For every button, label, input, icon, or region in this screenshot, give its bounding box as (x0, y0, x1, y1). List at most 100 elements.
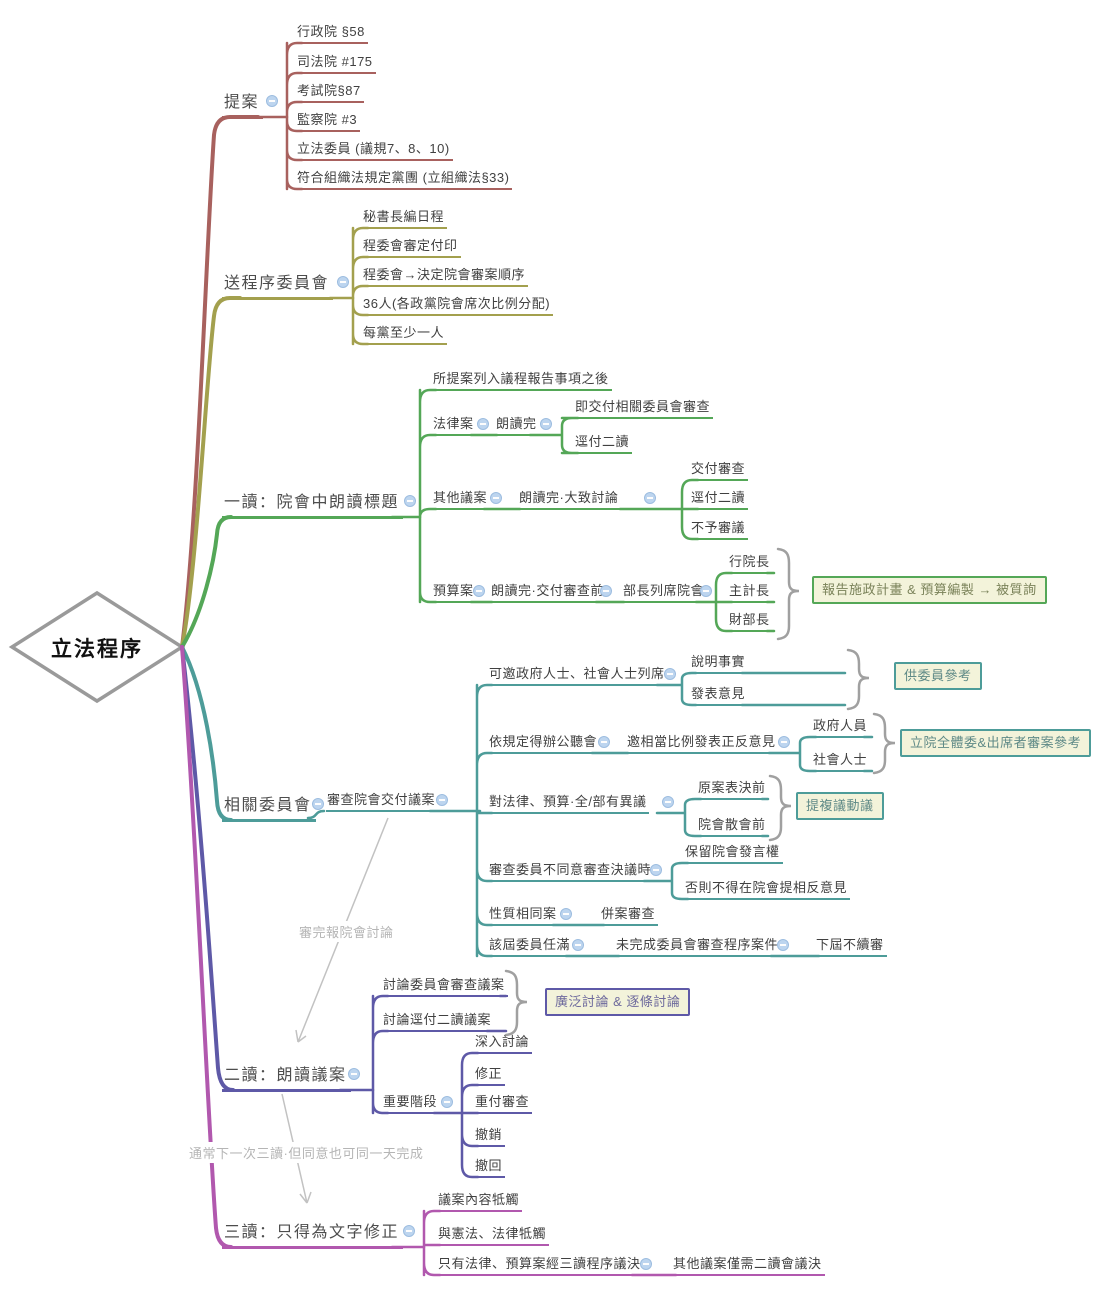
collapse-icon[interactable] (348, 1068, 360, 1080)
topic-after-reading[interactable]: 朗讀完 (495, 416, 540, 436)
topic-express-opinions[interactable]: 發表意見 (690, 686, 749, 706)
topic-revocation[interactable]: 撤銷 (474, 1127, 506, 1147)
topic-member-disagree[interactable]: 審查委員不同意審查決議時 (488, 862, 655, 882)
topic-invite-attendees[interactable]: 可邀政府人士、社會人士列席 (488, 666, 668, 686)
collapse-icon[interactable] (664, 668, 676, 680)
topic-control-yuan[interactable]: 監察院 #3 (296, 112, 361, 132)
topic-third-reading[interactable]: 三讀：只得為文字修正 (222, 1223, 404, 1249)
topic-withdrawal[interactable]: 撤回 (474, 1158, 506, 1178)
collapse-icon[interactable] (662, 796, 674, 808)
collapse-icon[interactable] (436, 794, 448, 806)
topic-second-reading[interactable]: 二讀：朗讀議案 (222, 1066, 351, 1092)
collapse-icon[interactable] (598, 736, 610, 748)
topic-government-personnel[interactable]: 政府人員 (812, 718, 871, 738)
collapse-icon[interactable] (700, 585, 712, 597)
topic-before-review[interactable]: 朗讀完·交付審查前 (490, 583, 607, 603)
group-braces (504, 547, 896, 1037)
topic-direct-second-reading[interactable]: 逕付二讀 (574, 434, 633, 454)
topic-content-conflict[interactable]: 議案內容牴觸 (437, 1192, 523, 1212)
topic-no-opposite-opinion[interactable]: 否則不得在院會提相反意見 (684, 880, 851, 900)
collapse-icon[interactable] (640, 1258, 652, 1270)
brace-ministers (776, 547, 800, 641)
topic-explain-facts[interactable]: 說明事實 (690, 654, 749, 674)
topic-discuss-committee-bills[interactable]: 討論委員會審查議案 (382, 977, 508, 997)
collapse-icon[interactable] (403, 1225, 415, 1237)
topic-proposal[interactable]: 提案 (222, 93, 264, 119)
topic-law-bill[interactable]: 法律案 (432, 416, 477, 436)
topic-social-personnel[interactable]: 社會人士 (812, 752, 871, 772)
collapse-icon[interactable] (477, 418, 489, 430)
topic-ministers-attend[interactable]: 部長列席院會 (622, 583, 708, 603)
collapse-icon[interactable] (560, 908, 572, 920)
topic-refer-to-committee[interactable]: 即交付相關委員會審查 (574, 399, 714, 419)
note-report-after-review[interactable]: 審完報院會討論 (296, 921, 397, 942)
topic-budget-bill[interactable]: 預算案 (432, 583, 477, 603)
collapse-icon[interactable] (473, 585, 485, 597)
callout-member-reference[interactable]: 供委員參考 (894, 662, 982, 690)
callout-hearing-reference[interactable]: 立院全體委&出席者審案參考 (900, 729, 1092, 757)
topic-read-and-discuss[interactable]: 朗讀完·大致討論 (518, 490, 622, 510)
collapse-icon[interactable] (650, 864, 662, 876)
collapse-icon[interactable] (644, 492, 656, 504)
callout-reconsideration-motion[interactable]: 提複議動議 (796, 792, 884, 820)
topic-review-referred-bills[interactable]: 審查院會交付議案 (326, 792, 439, 812)
topic-judicial-yuan[interactable]: 司法院 #175 (296, 54, 376, 74)
topic-committee-print[interactable]: 程委會審定付印 (362, 238, 461, 258)
topic-examination-yuan[interactable]: 考試院§87 (296, 83, 364, 103)
topic-comptroller[interactable]: 主計長 (728, 583, 773, 603)
collapse-icon[interactable] (540, 418, 552, 430)
topic-objection[interactable]: 對法律、預算·全/部有異議 (488, 794, 650, 814)
topic-key-stage[interactable]: 重要階段 (382, 1094, 441, 1114)
collapse-icon[interactable] (600, 585, 612, 597)
topic-after-agenda-report[interactable]: 所提案列入議程報告事項之後 (432, 371, 612, 391)
collapse-icon[interactable] (404, 495, 416, 507)
collapse-icon[interactable] (266, 95, 278, 107)
topic-finance-minister[interactable]: 財部長 (728, 612, 773, 632)
topic-term-expiry[interactable]: 該屆委員任滿 (488, 937, 574, 957)
topic-procedure-committee[interactable]: 送程序委員會 (222, 274, 334, 300)
topic-deep-discussion[interactable]: 深入討論 (474, 1034, 533, 1054)
topic-three-readings-required[interactable]: 只有法律、預算案經三讀程序議決 (437, 1256, 644, 1276)
topic-reserve-speech-right[interactable]: 保留院會發言權 (684, 844, 783, 864)
topic-premier[interactable]: 行院長 (728, 554, 773, 574)
topic-legislators[interactable]: 立法委員 (議規7、8、10) (296, 141, 453, 161)
topic-constitution-conflict[interactable]: 與憲法、法律牴觸 (437, 1226, 550, 1246)
callout-policy-report[interactable]: 報告施政計畫 & 預算編製 → 被質詢 (812, 576, 1047, 604)
collapse-icon[interactable] (778, 736, 790, 748)
topic-direct-second[interactable]: 逕付二讀 (690, 490, 749, 510)
topic-discuss-direct-bills[interactable]: 討論逕付二讀議案 (382, 1012, 495, 1032)
collapse-icon[interactable] (441, 1096, 453, 1108)
callout-broad-discussion[interactable]: 廣泛討論 & 逐條討論 (545, 988, 691, 1016)
topic-36-members[interactable]: 36人(各政黨院會席次比例分配) (362, 296, 554, 316)
topic-related-committee[interactable]: 相關委員會 (222, 796, 316, 822)
topic-one-per-party[interactable]: 每黨至少一人 (362, 325, 448, 345)
topic-executive-yuan[interactable]: 行政院 §58 (296, 24, 368, 44)
topic-committee-order[interactable]: 程委會→決定院會審案順序 (362, 267, 529, 287)
collapse-icon[interactable] (337, 276, 349, 288)
topic-other-bills[interactable]: 其他議案 (432, 490, 491, 510)
collapse-icon[interactable] (572, 939, 584, 951)
topic-amendment[interactable]: 修正 (474, 1066, 506, 1086)
topic-before-adjournment[interactable]: 院會散會前 (697, 817, 769, 837)
topic-unfinished-cases[interactable]: 未完成委員會審查程序案件 (615, 937, 782, 957)
topic-before-vote[interactable]: 原案表決前 (697, 780, 769, 800)
collapse-icon[interactable] (490, 492, 502, 504)
topic-two-readings-enough[interactable]: 其他議案僅需二讀會議決 (672, 1256, 825, 1276)
topic-no-review[interactable]: 不予審議 (690, 520, 749, 540)
topic-public-hearing[interactable]: 依規定得辦公聽會 (488, 734, 601, 754)
topic-party-caucus[interactable]: 符合組織法規定黨團 (立組織法§33) (296, 170, 513, 190)
topic-not-continued[interactable]: 下屆不續審 (815, 937, 887, 957)
topic-similar-bills[interactable]: 性質相同案 (488, 906, 560, 926)
topic-refer-review[interactable]: 交付審查 (690, 461, 749, 481)
topic-re-review[interactable]: 重付審查 (474, 1094, 533, 1114)
collapse-icon[interactable] (312, 798, 324, 810)
topic-proportional-opinions[interactable]: 邀相當比例發表正反意見 (626, 734, 779, 754)
topic-secretary-schedule[interactable]: 秘書長編日程 (362, 209, 448, 229)
collapse-icon[interactable] (777, 939, 789, 951)
topic-merged-review[interactable]: 併案審查 (600, 906, 659, 926)
brace-committee-reference (846, 648, 870, 711)
note-next-third-reading[interactable]: 通常下一次三讀·但同意也可同一天完成 (186, 1142, 427, 1163)
topic-first-reading[interactable]: 一讀：院會中朗讀標題 (222, 493, 404, 519)
root-topic[interactable]: 立法程序 (51, 638, 143, 661)
